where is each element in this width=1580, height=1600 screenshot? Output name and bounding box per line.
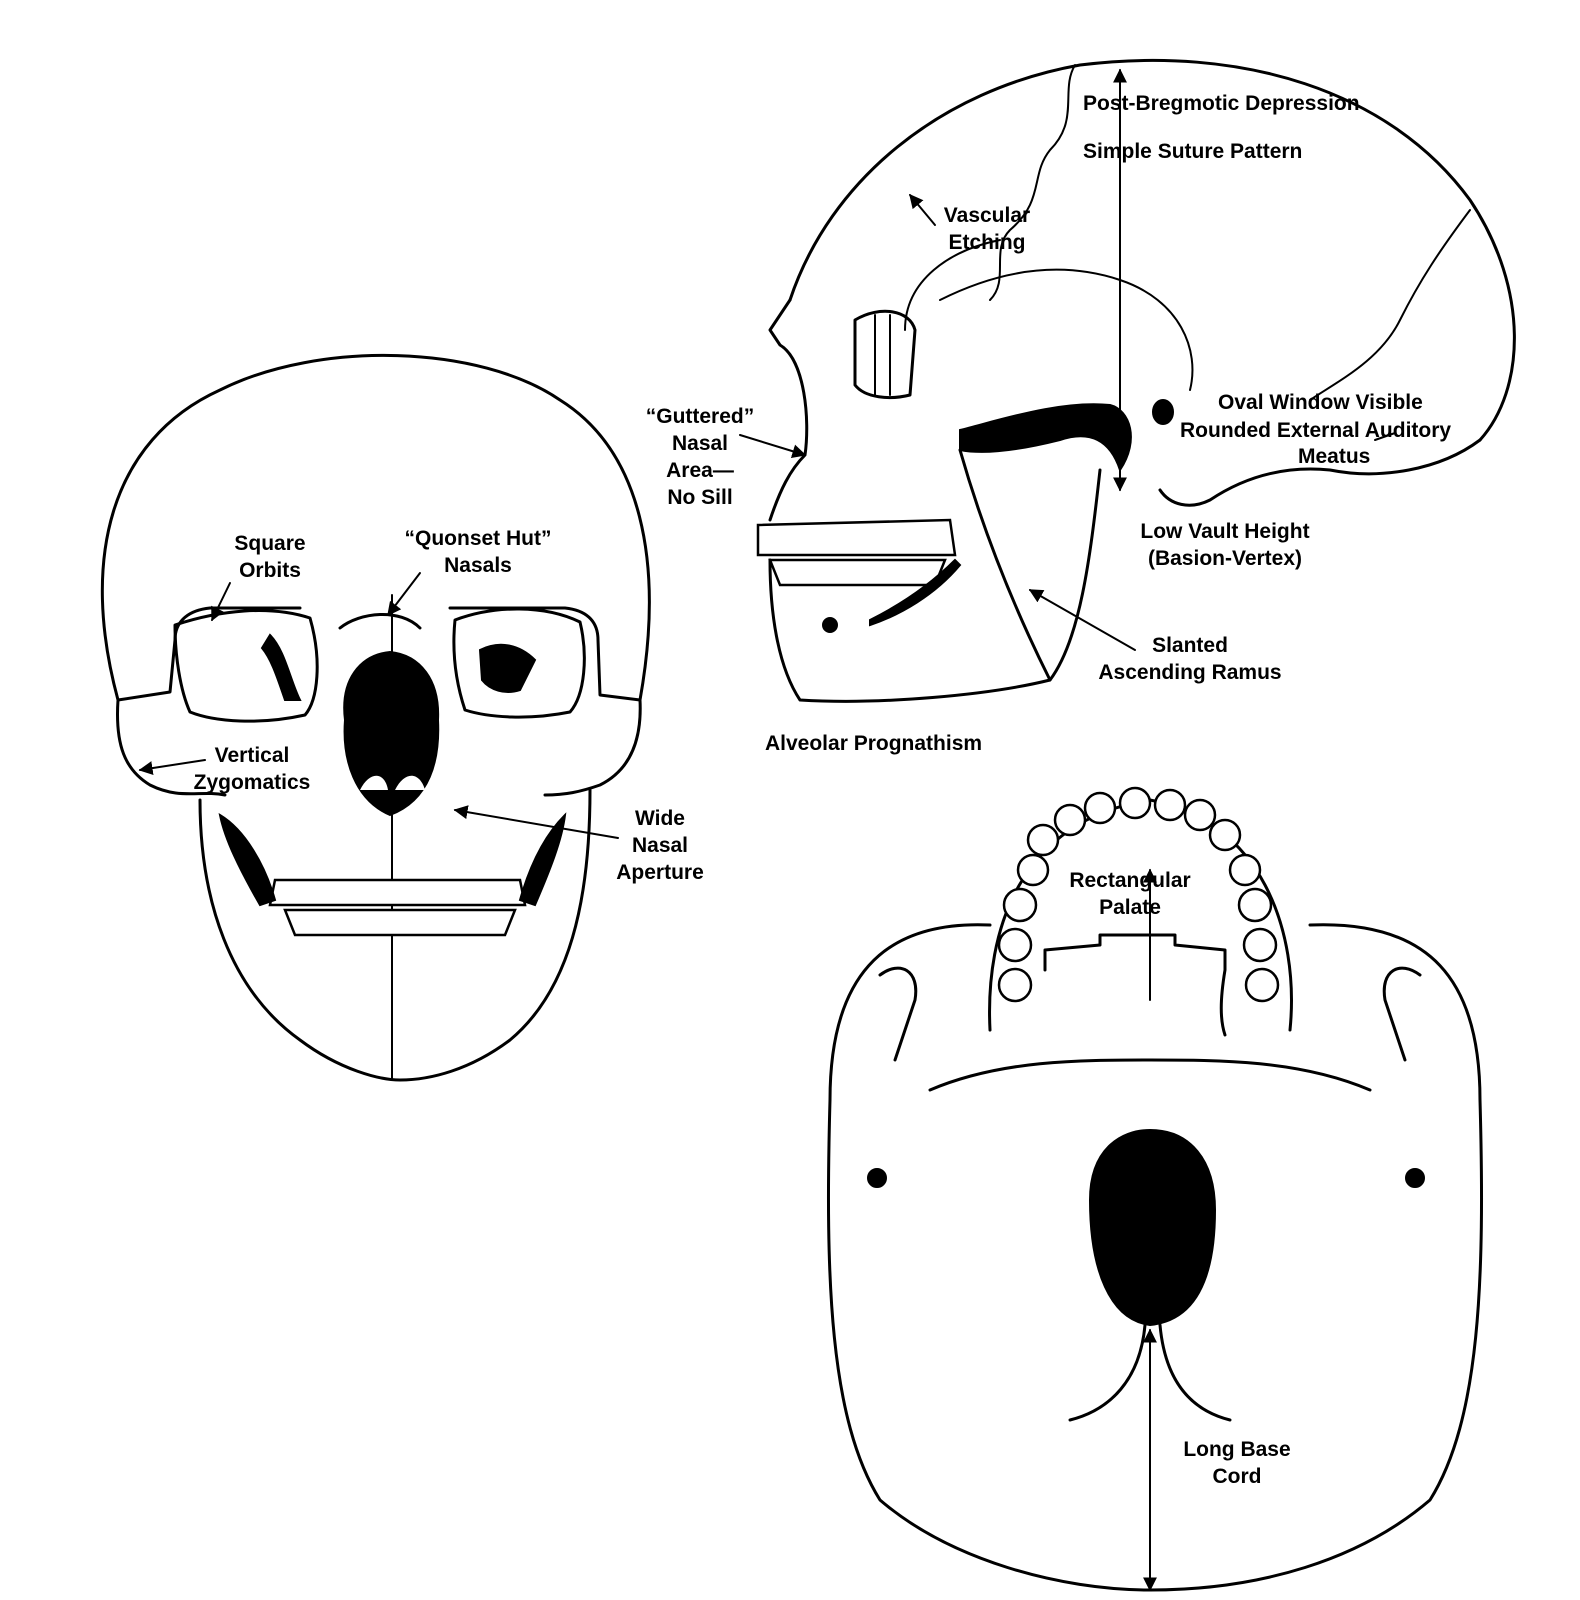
label-long-base-cord-2: Cord (1213, 1465, 1262, 1488)
lateral-zygomatic-arch (959, 403, 1132, 473)
label-quonset-nasals-1: “Quonset Hut” (405, 527, 552, 550)
label-guttered-nasal-1: “Guttered” (646, 405, 755, 428)
label-slanted-ramus-1: Slanted (1152, 634, 1228, 657)
label-vertical-zygomatics-2: Zygomatics (194, 771, 311, 794)
basal-meatus-right (1405, 1168, 1425, 1188)
basal-teeth (997, 786, 1280, 1003)
lateral-mandible-line (869, 558, 962, 627)
frontal-orbit-right-shadow (478, 643, 537, 693)
basal-occipital-crest (1068, 1323, 1232, 1422)
leader-auditory-meatus (1374, 432, 1396, 441)
lateral-orbit (853, 309, 917, 399)
label-wide-nasal-aperture-1: Wide (635, 807, 685, 830)
frontal-orbit-left-shadow (260, 633, 302, 701)
lateral-face-outline (768, 298, 809, 522)
leader-slanted-ramus (1028, 589, 1136, 651)
label-rectangular-palate-2: Palate (1099, 896, 1161, 919)
basal-palate (1043, 933, 1227, 1037)
basal-zygomatic-left (878, 966, 918, 1062)
basal-foramen-magnum (1088, 1128, 1217, 1327)
lateral-lambdoid-suture (1309, 209, 1471, 401)
label-guttered-nasal-3: Area— (666, 459, 734, 482)
label-vertical-zygomatics-1: Vertical (215, 744, 290, 767)
basal-cranial-base (928, 1058, 1372, 1092)
lateral-mental-foramen (822, 617, 838, 633)
label-post-bregmotic: Post-Bregmotic Depression (1083, 92, 1360, 115)
frontal-nasal-bridge (338, 613, 422, 630)
leader-vascular-etching (909, 193, 936, 226)
label-auditory-meatus-2: Meatus (1298, 445, 1370, 468)
label-alveolar-prognathism: Alveolar Prognathism (765, 732, 982, 755)
label-guttered-nasal-2: Nasal (672, 432, 728, 455)
frontal-cranium-outline (100, 353, 651, 702)
basal-zygomatic-right (1382, 966, 1422, 1062)
lateral-mandible-outline (768, 468, 1102, 703)
frontal-mandible-outline (198, 788, 592, 1082)
lateral-auditory-meatus (1152, 399, 1174, 425)
lateral-ramus (958, 448, 1052, 682)
label-vascular-etching-1: Vascular (944, 204, 1030, 227)
lateral-occiput-outline (1158, 438, 1482, 507)
leader-square-orbits (211, 582, 231, 622)
label-wide-nasal-aperture-3: Aperture (616, 861, 704, 884)
labels: Square Orbits “Quonset Hut” Nasals Verti… (194, 92, 1452, 1488)
frontal-orbit-left (173, 609, 319, 723)
label-quonset-nasals-2: Nasals (444, 554, 512, 577)
frontal-zygomatic-right (448, 606, 642, 702)
frontal-cheek-right (543, 698, 642, 797)
lateral-skull (756, 58, 1516, 703)
label-low-vault-2: (Basion-Vertex) (1148, 547, 1302, 570)
label-simple-suture: Simple Suture Pattern (1083, 140, 1302, 163)
basal-meatus-left (867, 1168, 887, 1188)
frontal-mandible-shadow-left (218, 812, 277, 907)
label-long-base-cord-1: Long Base (1183, 1438, 1290, 1461)
label-guttered-nasal-4: No Sill (667, 486, 732, 509)
label-square-orbits-2: Orbits (239, 559, 301, 582)
frontal-orbit-right (452, 607, 586, 719)
leader-wide-nasal-aperture (453, 805, 619, 839)
label-vascular-etching-2: Etching (949, 231, 1026, 254)
basal-skull (826, 786, 1484, 1592)
leader-lines (138, 193, 1396, 839)
frontal-nasal-concha-left (360, 775, 388, 790)
lateral-teeth (756, 518, 957, 587)
lateral-temporal-line (904, 239, 1001, 331)
label-low-vault-1: Low Vault Height (1140, 520, 1309, 543)
leader-guttered-nasal (739, 434, 807, 458)
leader-quonset-nasals (387, 572, 421, 617)
leader-vertical-zygomatics (138, 759, 206, 776)
label-wide-nasal-aperture-2: Nasal (632, 834, 688, 857)
frontal-skull (100, 353, 651, 1082)
label-oval-window: Oval Window Visible (1218, 391, 1423, 414)
label-slanted-ramus-2: Ascending Ramus (1098, 661, 1281, 684)
frontal-teeth (268, 878, 527, 937)
frontal-mandible-shadow-right (518, 812, 567, 907)
lateral-vault-outline (788, 58, 1516, 442)
label-auditory-meatus-1: Rounded External Auditory (1180, 419, 1451, 442)
lateral-squamosal-suture (939, 268, 1194, 391)
frontal-nasal-concha-right (395, 775, 425, 790)
frontal-cheek-left (116, 698, 227, 797)
label-square-orbits-1: Square (234, 532, 305, 555)
label-rectangular-palate-1: Rectangular (1069, 869, 1190, 892)
lateral-coronal-suture (989, 64, 1076, 301)
